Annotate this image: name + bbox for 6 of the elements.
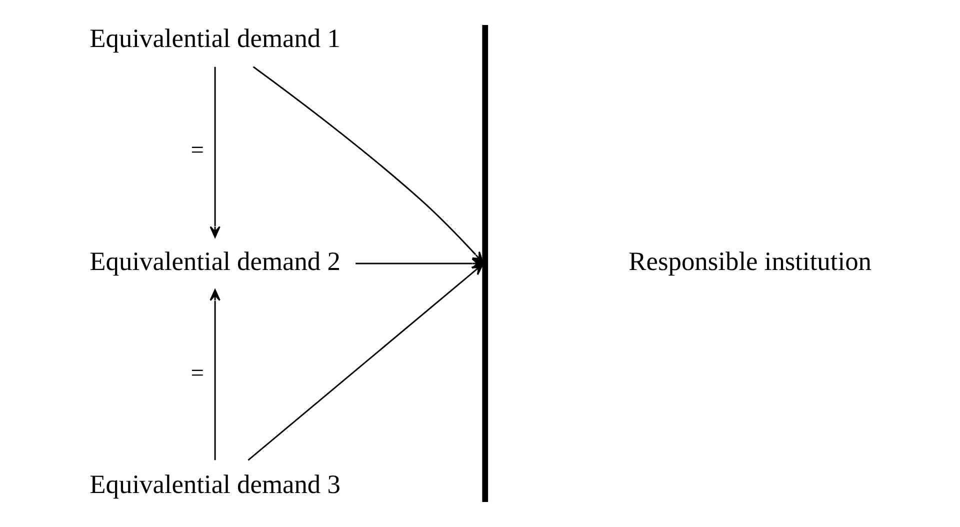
node-text: Equivalential demand 1 <box>90 22 340 53</box>
edge-label: = <box>190 360 204 387</box>
node-text: Responsible institution <box>628 246 872 276</box>
node-text: Equivalential demand 2 <box>90 246 340 276</box>
node-text: Equivalential demand 3 <box>90 469 340 500</box>
edge-label: = <box>190 138 204 164</box>
